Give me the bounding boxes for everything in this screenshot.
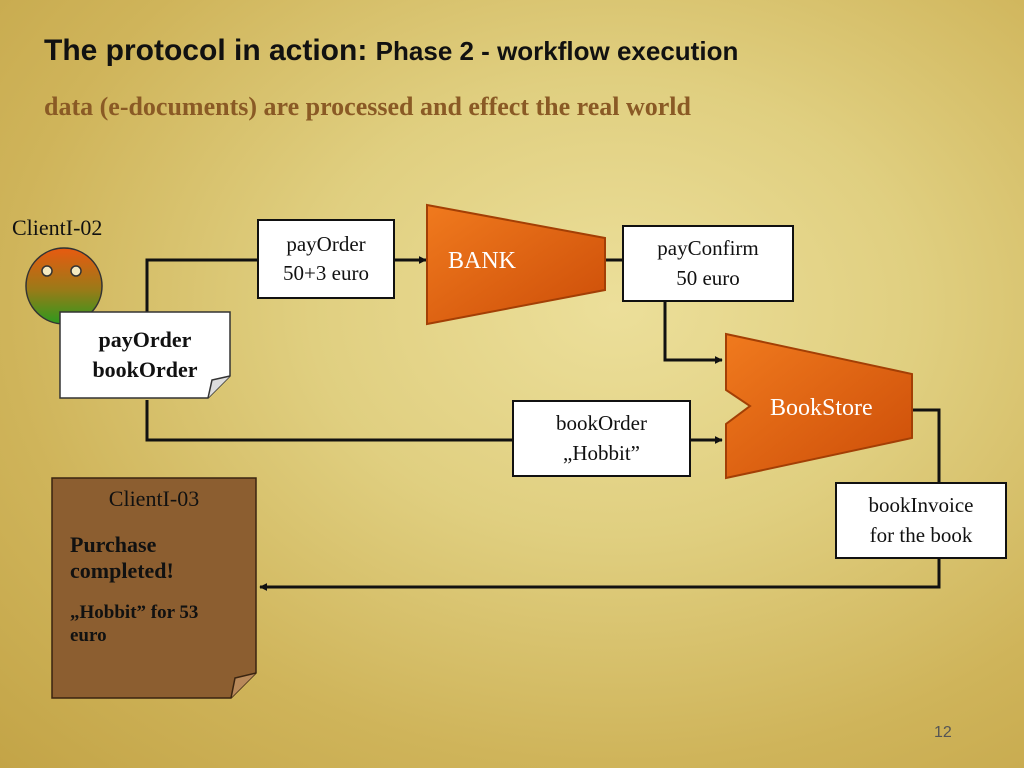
result-status: Purchase completed! — [70, 532, 174, 585]
result-status-line1: Purchase — [70, 532, 157, 557]
slide-subtitle: data (e-documents) are processed and eff… — [44, 92, 691, 121]
book-order-message: bookOrder „Hobbit” — [512, 400, 691, 477]
result-client-label: ClientI-03 — [108, 486, 200, 511]
face-right-eye — [70, 265, 82, 277]
pay-confirm-message: payConfirm 50 euro — [622, 225, 794, 302]
face-left-eye — [41, 265, 53, 277]
client-note-fold — [207, 375, 231, 399]
book-invoice-line2: for the book — [869, 522, 973, 547]
bank-label: BANK — [448, 248, 517, 274]
book-order-line1: bookOrder — [556, 411, 647, 436]
client-face — [25, 247, 103, 325]
book-invoice-line1: bookInvoice — [868, 493, 974, 518]
client-note: payOrder bookOrder — [60, 312, 230, 398]
pay-order-message: payOrder 50+3 euro — [257, 219, 395, 299]
result-note: ClientI-03 Purchase completed! „Hobbit” … — [52, 478, 256, 698]
pay-confirm-line2: 50 euro — [676, 265, 740, 290]
pay-order-line1: payOrder — [286, 231, 366, 256]
result-detail-line2: euro — [70, 624, 107, 646]
book-order-line2: „Hobbit” — [563, 440, 640, 465]
result-note-fold — [230, 672, 257, 699]
client-note-line1: payOrder — [98, 327, 192, 353]
pay-order-line2: 50+3 euro — [283, 261, 369, 285]
client-label: ClientI-02 — [12, 215, 103, 240]
pay-confirm-line1: payConfirm — [657, 236, 759, 261]
bank-node — [426, 203, 606, 326]
page-number: 12 — [934, 724, 952, 741]
result-status-line2: completed! — [70, 558, 174, 584]
bookstore-node — [725, 332, 913, 480]
title-main: The protocol in action: — [44, 34, 368, 67]
bookstore-label: BookStore — [770, 395, 873, 421]
client-note-line2: bookOrder — [92, 357, 198, 382]
book-invoice-message: bookInvoice for the book — [835, 482, 1007, 559]
result-detail-line1: „Hobbit” for 53 — [70, 602, 199, 623]
title-phase: Phase 2 - workflow execution — [375, 36, 739, 66]
result-detail: „Hobbit” for 53 euro — [70, 602, 198, 648]
slide-title: The protocol in action: Phase 2 - workfl… — [44, 34, 738, 68]
